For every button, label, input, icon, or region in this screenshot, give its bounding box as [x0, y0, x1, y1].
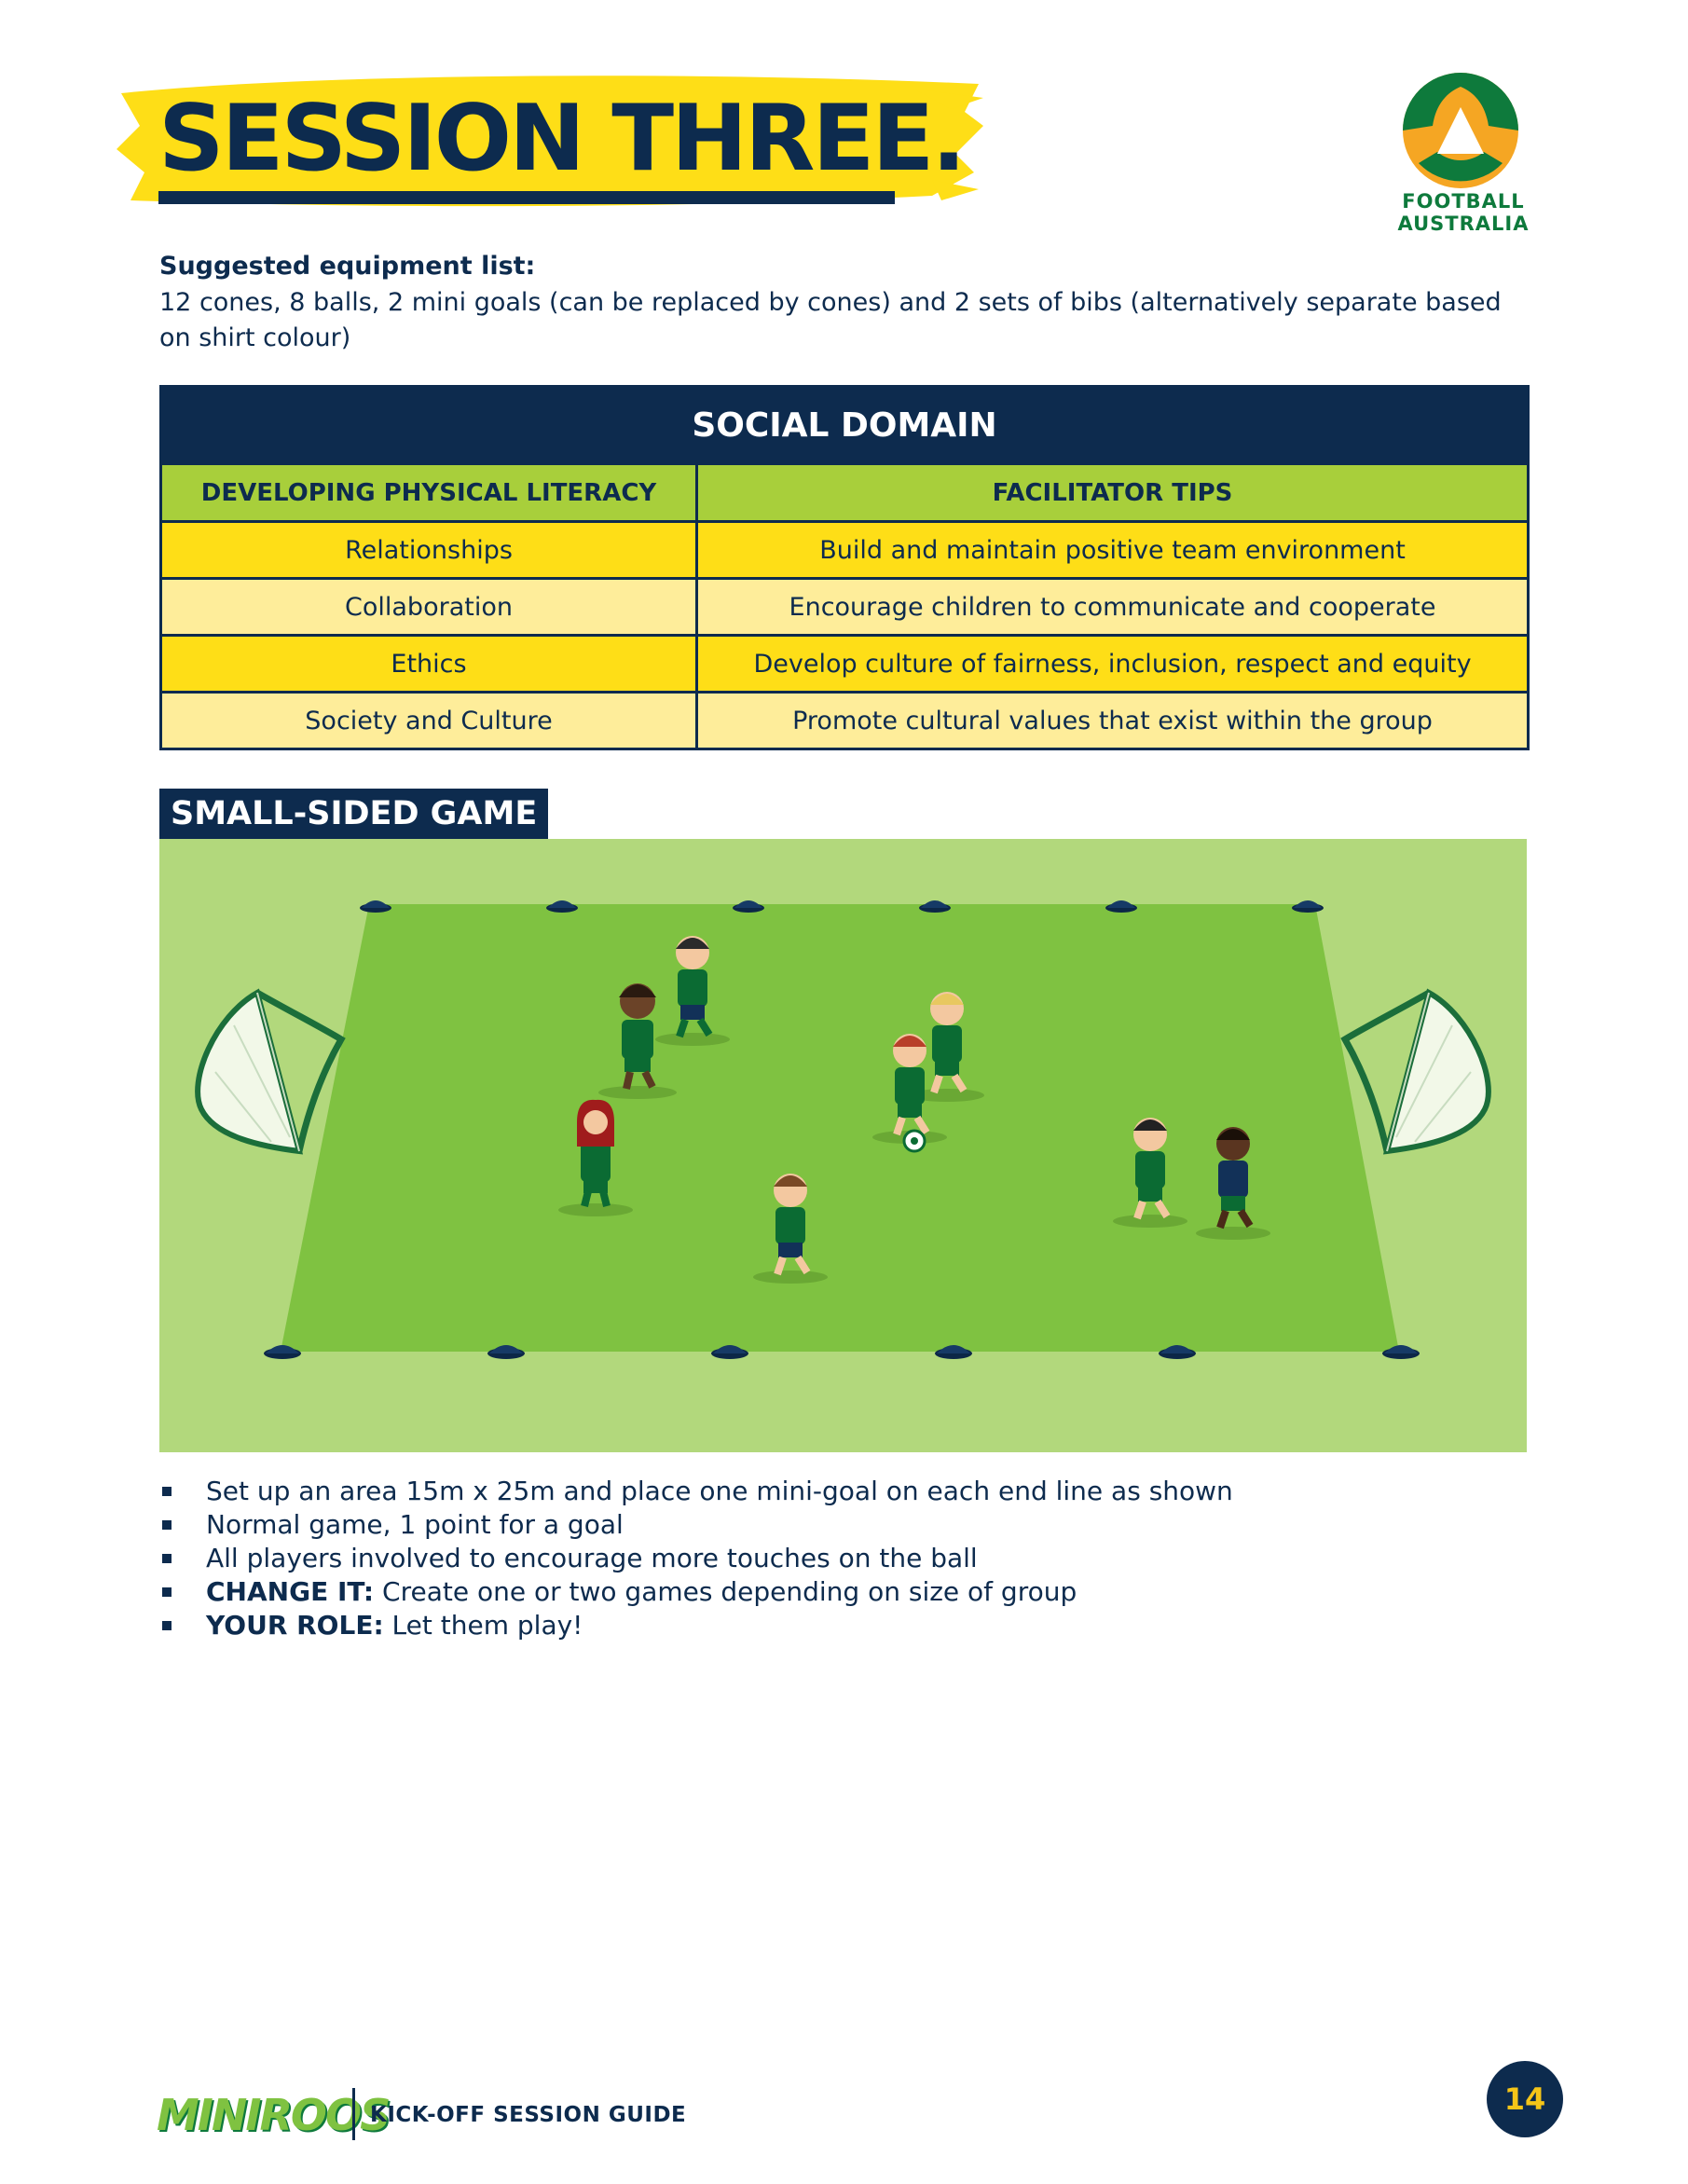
cone-icon	[360, 900, 391, 913]
bullet-square-icon	[162, 1487, 172, 1496]
bullet-square-icon	[162, 1520, 172, 1530]
table-row: Collaboration Encourage children to comm…	[159, 577, 1530, 637]
cone-icon	[711, 1345, 748, 1359]
player-icon	[655, 936, 730, 1046]
cell-tip: Develop culture of fairness, inclusion, …	[695, 634, 1530, 694]
cell-literacy: Collaboration	[159, 577, 698, 637]
list-item: CHANGE IT: Create one or two games depen…	[159, 1575, 1520, 1609]
social-domain-table: SOCIAL DOMAIN DEVELOPING PHYSICAL LITERA…	[159, 385, 1530, 750]
small-sided-game-label: SMALL-SIDED GAME	[159, 789, 549, 839]
miniroos-logo: MINIROOS	[157, 2090, 391, 2140]
pitch-area	[281, 904, 1399, 1352]
column-header-literacy: DEVELOPING PHYSICAL LITERACY	[159, 462, 698, 523]
pitch-diagram	[159, 839, 1527, 1452]
cell-literacy: Ethics	[159, 634, 698, 694]
logo-text-line2: AUSTRALIA	[1397, 212, 1530, 235]
column-header-tips: FACILITATOR TIPS	[695, 462, 1530, 523]
right-goal-icon	[1340, 988, 1491, 1155]
table-title: SOCIAL DOMAIN	[159, 385, 1530, 465]
cone-icon	[1382, 1345, 1420, 1359]
title-underline	[158, 191, 895, 204]
footer-divider	[352, 2088, 355, 2140]
cell-tip: Encourage children to communicate and co…	[695, 577, 1530, 637]
cone-icon	[264, 1345, 301, 1359]
player-icon	[1196, 1127, 1270, 1240]
list-item: Normal game, 1 point for a goal	[159, 1508, 1520, 1542]
football-australia-logo-icon	[1403, 73, 1518, 188]
cone-icon	[733, 900, 764, 913]
bullet-square-icon	[162, 1554, 172, 1563]
title-brush-stroke	[117, 76, 983, 207]
table-title-row: SOCIAL DOMAIN	[159, 385, 1530, 465]
cell-tip: Promote cultural values that exist withi…	[695, 691, 1530, 750]
equipment-heading: Suggested equipment list:	[159, 252, 536, 281]
player-icon	[1113, 1118, 1187, 1228]
player-icon	[598, 983, 677, 1099]
cell-literacy: Society and Culture	[159, 691, 698, 750]
cone-icon	[487, 1345, 525, 1359]
cone-icon	[935, 1345, 972, 1359]
left-goal-icon	[195, 988, 346, 1155]
table-header-row: DEVELOPING PHYSICAL LITERACY FACILITATOR…	[159, 462, 1530, 523]
instructions-list: Set up an area 15m x 25m and place one m…	[159, 1475, 1520, 1642]
table-row: Society and Culture Promote cultural val…	[159, 691, 1530, 750]
cell-literacy: Relationships	[159, 520, 698, 580]
cone-icon	[1159, 1345, 1196, 1359]
page-number: 14	[1487, 2061, 1563, 2137]
bullet-square-icon	[162, 1587, 172, 1597]
logo-text-line1: FOOTBALL	[1402, 190, 1525, 213]
list-item: YOUR ROLE: Let them play!	[159, 1609, 1520, 1642]
bullet-square-icon	[162, 1621, 172, 1630]
equipment-text: 12 cones, 8 balls, 2 mini goals (can be …	[159, 288, 1502, 352]
cone-icon	[919, 900, 951, 913]
list-item: All players involved to encourage more t…	[159, 1542, 1520, 1575]
table-row: Relationships Build and maintain positiv…	[159, 520, 1530, 580]
cone-icon	[546, 900, 578, 913]
ball-icon	[902, 1129, 926, 1153]
footer-guide-title: KICK-OFF SESSION GUIDE	[370, 2103, 687, 2127]
cone-icon	[1105, 900, 1137, 913]
player-icon	[558, 1099, 633, 1216]
table-row: Ethics Develop culture of fairness, incl…	[159, 634, 1530, 694]
player-icon	[910, 992, 984, 1102]
page-title: SESSION THREE.	[158, 86, 967, 192]
list-item: Set up an area 15m x 25m and place one m…	[159, 1475, 1520, 1508]
cones	[264, 900, 1420, 1359]
cone-icon	[1292, 900, 1324, 913]
player-icon	[753, 1174, 828, 1284]
cell-tip: Build and maintain positive team environ…	[695, 520, 1530, 580]
logo-wordmark: FOOTBALL AUSTRALIA	[1370, 190, 1557, 235]
